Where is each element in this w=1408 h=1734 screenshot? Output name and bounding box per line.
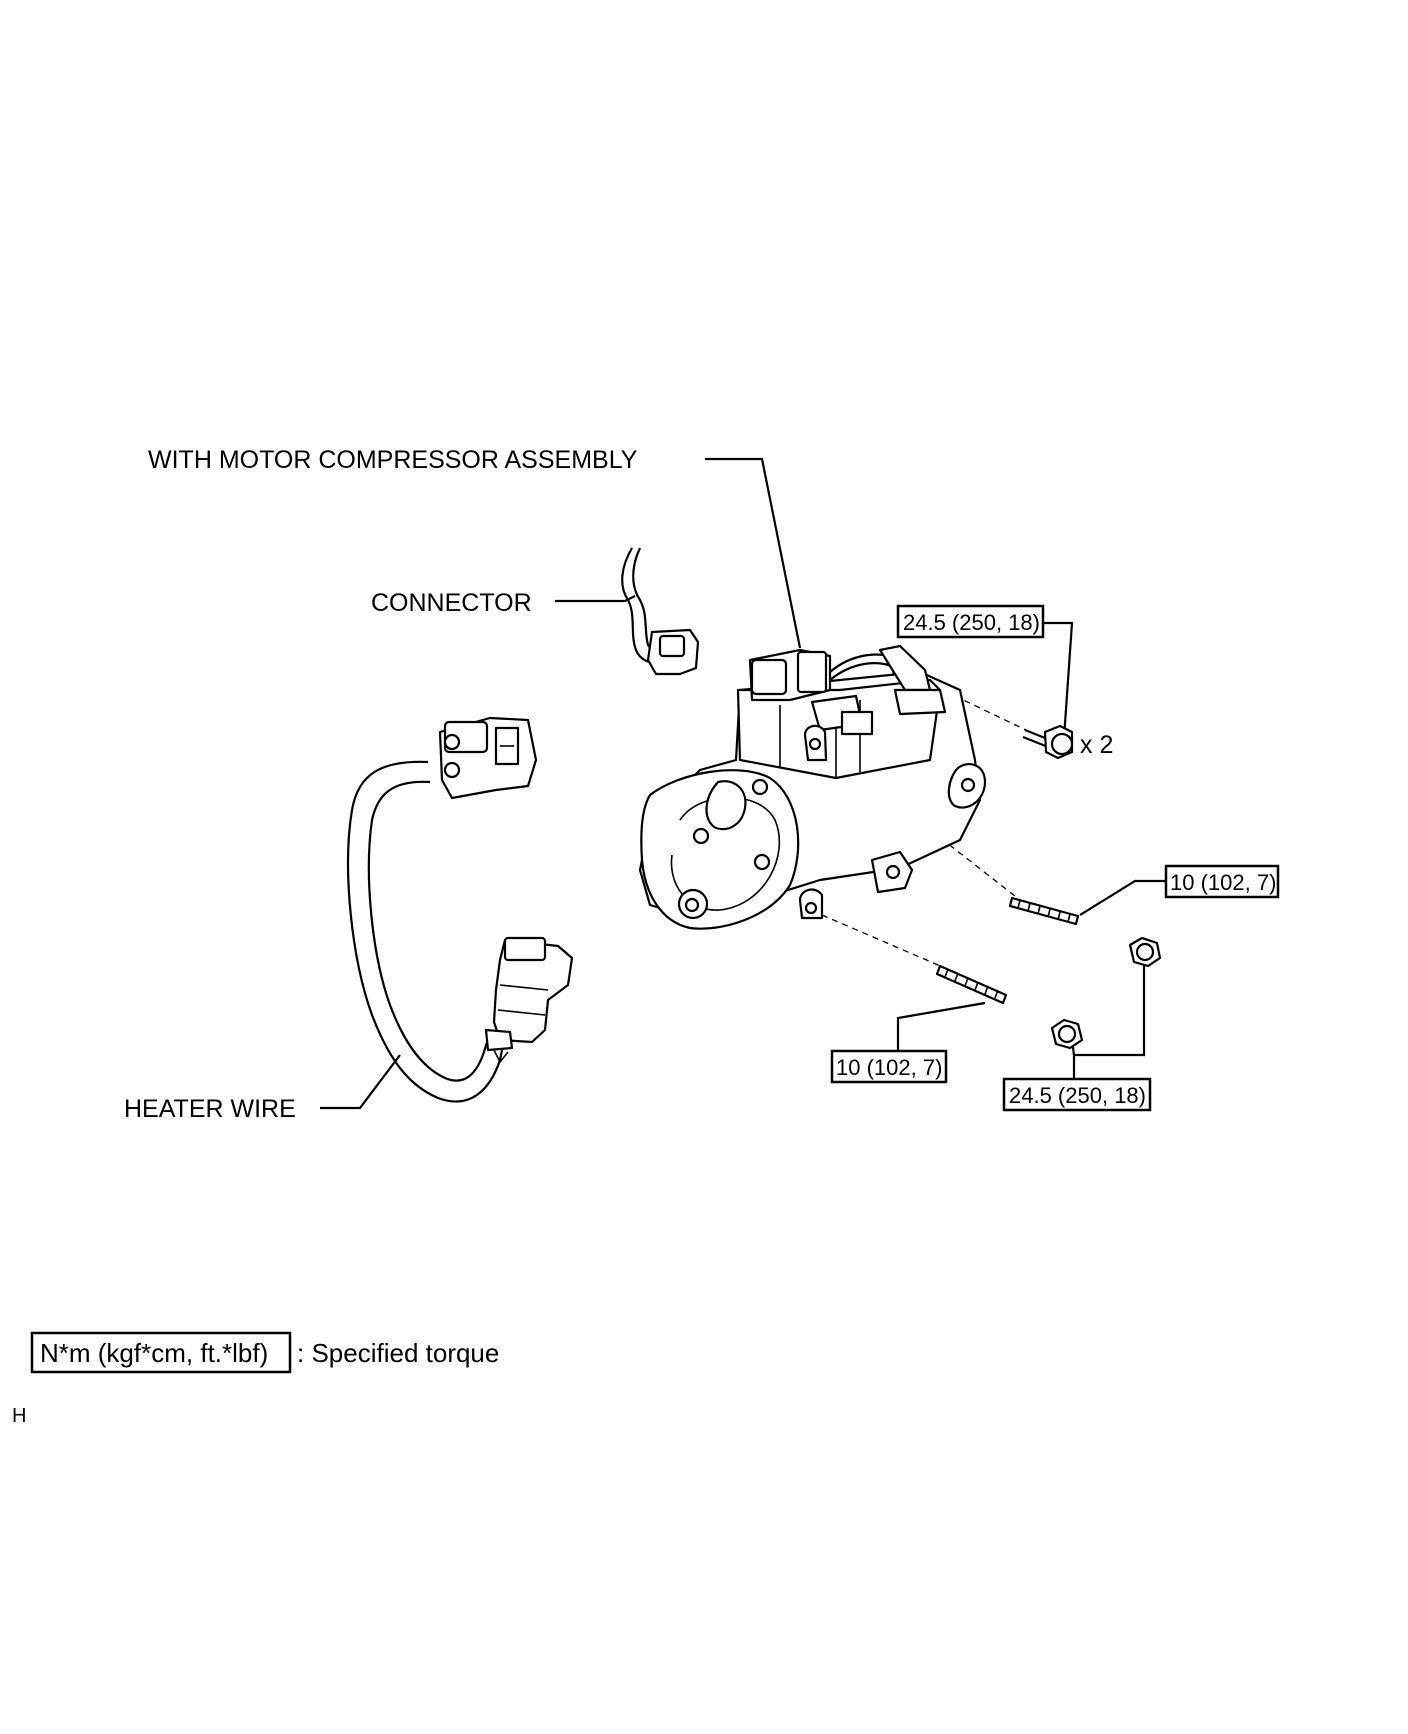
corner-mark: H [12,1405,26,1427]
nut-right [1128,936,1162,968]
torque-value-right-stud: 10 (102, 7) [1170,870,1276,895]
heater-wire-label: HEATER WIRE [124,1095,296,1123]
fasteners [935,724,1162,1050]
compressor-label: WITH MOTOR COMPRESSOR ASSEMBLY [148,446,638,474]
compressor-top-connectors [748,644,947,736]
heater-wire [346,716,574,1103]
heater-wire-cable-outer [346,760,505,1103]
torque-box-nuts: 24.5 (250, 18) [1002,1077,1152,1112]
connector-leader-line [555,595,636,603]
right-stud [1008,896,1080,926]
compressor-motor-housing [736,678,942,780]
top-bolt-leader-line [1043,621,1074,739]
heater-wire-top-connector [438,716,538,800]
legend-unit: N*m (kgf*cm, ft.*lbf) [40,1338,268,1368]
legend: N*m (kgf*cm, ft.*lbf) : Specified torque [30,1331,499,1374]
torque-value-nuts: 24.5 (250, 18) [1009,1083,1146,1108]
lower-stud-leader-line [896,1001,986,1051]
connector-wire-outer [621,547,659,664]
torque-value-lower-stud: 10 (102, 7) [836,1055,942,1080]
torque-box-top-bolt: 24.5 (250, 18) [896,604,1045,639]
right-stud-leader-line [1079,879,1166,916]
heater-wire-bottom-connector [484,936,574,1064]
top-bolt [1022,724,1074,760]
nuts-leader-line [1072,965,1146,1085]
heater-wire-cable-inner [367,780,491,1082]
quantity-label: x 2 [1080,731,1113,759]
compressor-assembly [638,644,987,930]
torque-value-top-bolt: 24.5 (250, 18) [903,610,1040,635]
compressor-port [705,780,747,831]
compressor-leader-line [705,457,802,649]
lower-stud [935,964,1008,1005]
leader-lines [320,457,1166,1110]
connector-part [621,547,700,676]
torque-box-right-stud: 10 (102, 7) [1164,864,1280,899]
legend-description: : Specified torque [297,1338,499,1368]
torque-box-lower-stud: 10 (102, 7) [830,1049,948,1084]
compressor-front-housing [640,769,800,930]
connector-label: CONNECTOR [371,589,532,617]
heater-wire-leader-line [320,1054,401,1110]
nut-left [1050,1018,1084,1050]
